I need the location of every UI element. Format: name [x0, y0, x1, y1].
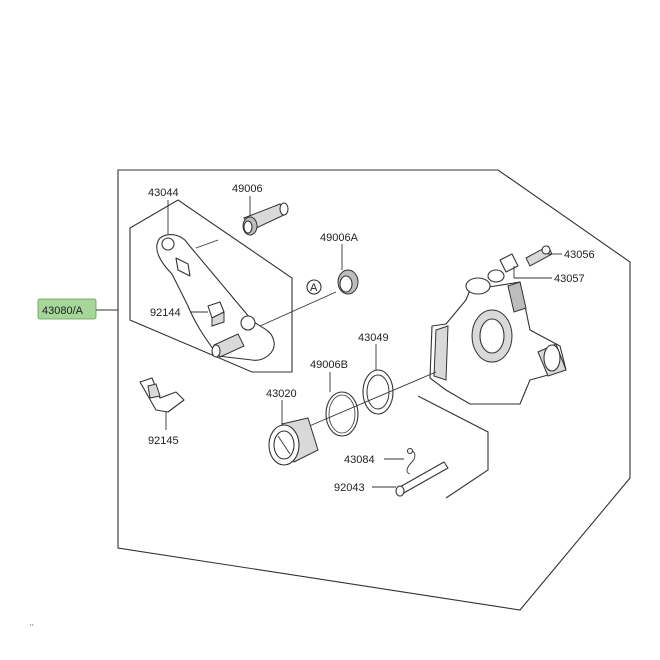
part-label-92144[interactable]: 92144 [150, 307, 181, 319]
part-label-92145[interactable]: 92145 [148, 435, 179, 447]
boot-49006A [337, 269, 359, 295]
part-label-43020[interactable]: 43020 [266, 388, 297, 400]
assembly-label[interactable]: 43080/A [42, 305, 84, 317]
seal-49006B [325, 391, 359, 437]
part-label-49006A[interactable]: 49006A [320, 232, 359, 244]
part-label-43057[interactable]: 43057 [554, 273, 585, 285]
caliper-bracket [156, 234, 275, 361]
assembly-frame [117, 169, 631, 611]
pad-pin-92043 [395, 461, 449, 497]
part-label-49006[interactable]: 49006 [232, 183, 263, 195]
assembly-label-highlight[interactable] [37, 298, 97, 320]
bracket-subframe [129, 199, 293, 373]
spring-92145 [139, 377, 185, 413]
part-label-43049[interactable]: 43049 [358, 332, 389, 344]
cap-43057 [499, 253, 519, 273]
piston-43020 [268, 417, 319, 466]
clip-92144 [207, 301, 225, 327]
callout-line [259, 291, 337, 327]
bleeder-valve-43056 [525, 245, 553, 267]
footer-mark: ¨ [30, 623, 34, 635]
part-label-92043[interactable]: 92043 [334, 482, 365, 494]
seal-axis-line [299, 371, 437, 431]
callout-label: A [310, 282, 318, 294]
part-label-49006B[interactable]: 49006B [310, 359, 348, 371]
pin-clip-43084 [406, 447, 416, 475]
caliper-body [429, 269, 567, 405]
part-label-43056[interactable]: 43056 [564, 249, 595, 261]
part-label-43044[interactable]: 43044 [148, 187, 179, 199]
pin-subframe [417, 395, 489, 499]
part-label-43084[interactable]: 43084 [344, 454, 375, 466]
callout-circle [306, 279, 322, 295]
slide-pin-49006 [242, 202, 289, 236]
